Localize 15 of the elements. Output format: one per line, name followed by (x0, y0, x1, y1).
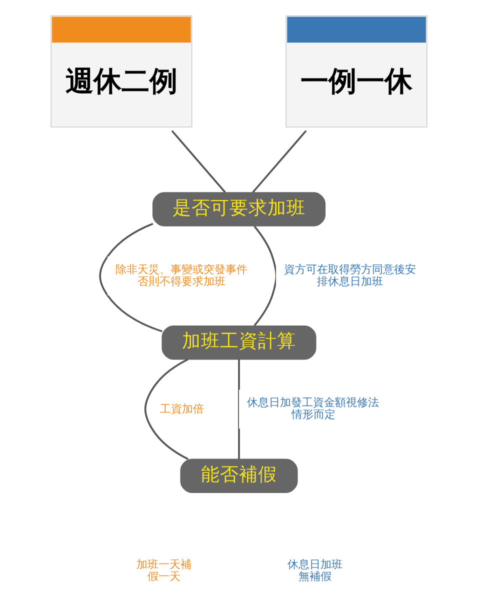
node-box: 是否可要求加班 (152, 192, 326, 226)
connector (170, 130, 226, 193)
label: 加班一天補假一天 (136, 558, 192, 584)
node-box: 能否補假 (180, 458, 298, 493)
edge-label: 工資加倍 (159, 402, 204, 416)
edge-label: 除非天災、事變或突發事件否則不得要求加班 (114, 262, 247, 288)
connector (253, 226, 277, 326)
label: 休息日加班無補假 (286, 558, 342, 584)
node-box: 加班工資計算 (161, 325, 316, 360)
connector (144, 358, 188, 460)
connector (252, 130, 306, 193)
edge-label: 休息日加發工資金額視修法情形而定 (246, 396, 378, 422)
connector (98, 222, 162, 332)
edge-label: 資方可在取得勞方同意後安排休息日加班 (283, 262, 416, 288)
connector (238, 359, 240, 460)
